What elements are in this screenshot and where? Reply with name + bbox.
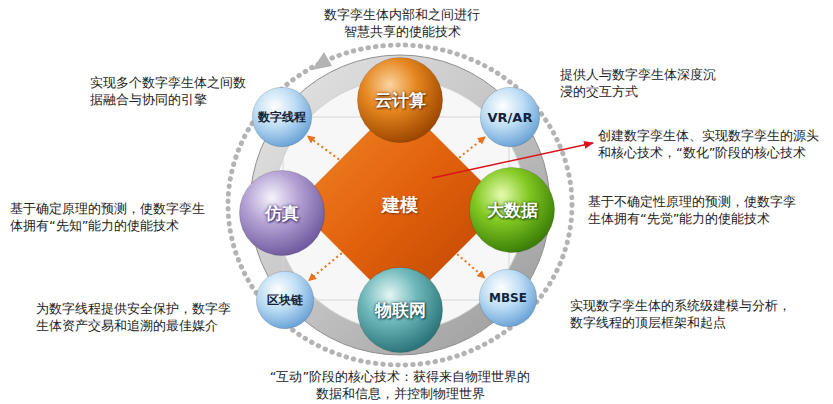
annotation-text: 创建数字孪生体、实现数字孪生的源头和核心技术，“数化”阶段的核心技术 <box>598 127 828 161</box>
node-label: 区块链 <box>267 292 303 309</box>
annotation-text: 基于不确定性原理的预测，使数字孪生体拥有“先觉”能力的使能技术 <box>588 193 808 227</box>
annotation-text: 为数字线程提供安全保护，数字孪生体资产交易和追溯的最佳媒介 <box>36 300 242 334</box>
tech-sphere: 云计算 <box>357 57 443 143</box>
annotation-text: 实现多个数字孪生体之间数据融合与协同的引擎 <box>90 74 246 108</box>
annotation-text: 实现数字孪生体的系统级建模与分析，数字线程的顶层框架和起点 <box>570 297 800 331</box>
tech-bubble: 区块链 <box>256 271 314 329</box>
tech-sphere: 仿真 <box>239 170 325 256</box>
dotted-arrow <box>457 254 484 278</box>
node-label: 云计算 <box>375 89 426 112</box>
dotted-arrow <box>308 136 339 159</box>
node-label: 大数据 <box>487 199 538 222</box>
tech-sphere: 大数据 <box>469 167 555 253</box>
tech-bubble: MBSE <box>479 269 537 327</box>
node-label: MBSE <box>489 291 527 305</box>
dotted-arrow <box>309 253 342 280</box>
node-label: 建模 <box>382 193 418 217</box>
tech-bubble: VR/AR <box>480 87 540 147</box>
annotation-text: 基于确定原理的预测，使数字孪生体拥有“先知”能力的使能技术 <box>10 200 216 234</box>
node-label: 数字线程 <box>258 109 306 126</box>
annotation-text: “互动”阶段的核心技术：获得来自物理世界的数据和信息，并控制物理世界 <box>268 368 532 402</box>
dotted-arrow <box>459 137 485 158</box>
annotation-text: 提供人与数字孪生体深度沉浸的交互方式 <box>560 66 726 100</box>
node-label: 物联网 <box>375 299 426 322</box>
annotation-text: 数字孪生体内部和之间进行智慧共享的使能技术 <box>324 6 480 40</box>
node-label: 仿真 <box>265 202 299 225</box>
node-label: VR/AR <box>488 110 533 125</box>
tech-bubble: 数字线程 <box>252 87 312 147</box>
tech-sphere: 物联网 <box>357 267 443 353</box>
